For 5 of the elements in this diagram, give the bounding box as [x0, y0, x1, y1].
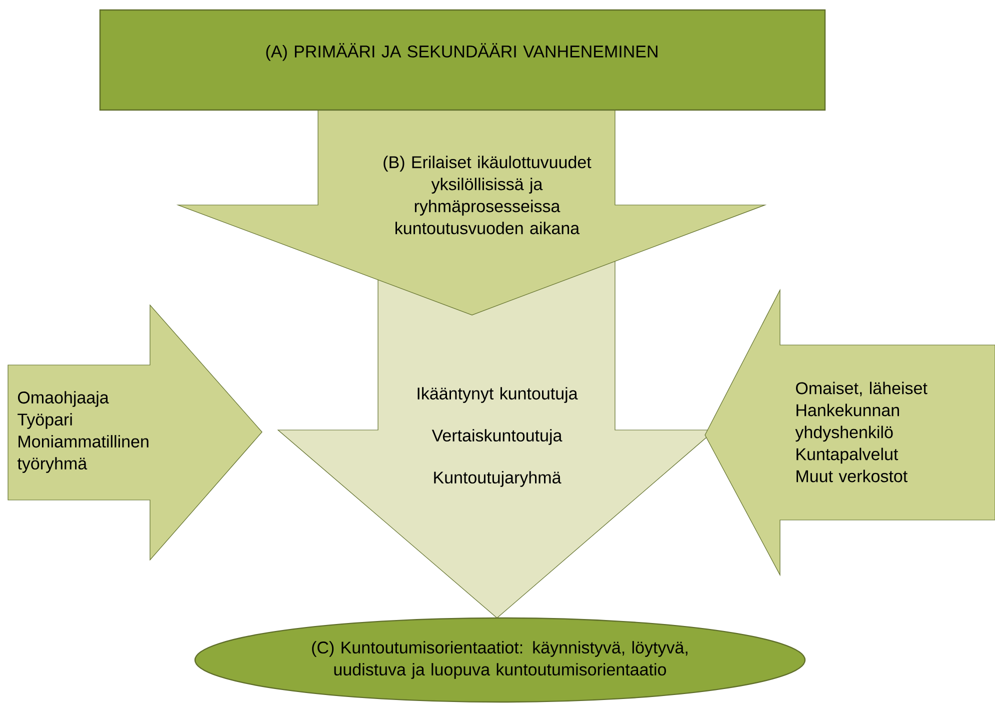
heading-box: (A) PRIMÄÄRI JA SEKUNDÄÄRI VANHENEMINEN	[99, 9, 826, 111]
pointer-box: Omaohjaaja Työpari Moniammatillinen työryhmä	[8, 304, 262, 561]
pointer-box: Omaiset, läheiset Hankekunnan yhdyshenkilö Kuntapalvelut Muut verkostot	[704, 288, 995, 576]
oval: (C) Kuntoutumisorientaatiot: käynnistyvä, löytyvä, uudistuva ja luopuva kuntoutumisorientaatio	[194, 617, 806, 703]
pointer-box: (B) Erilaiset ikäulottuvuudet yksilöllisissä ja ryhmäprosesseissa kuntoutusvuoden aikana	[176, 110, 767, 316]
